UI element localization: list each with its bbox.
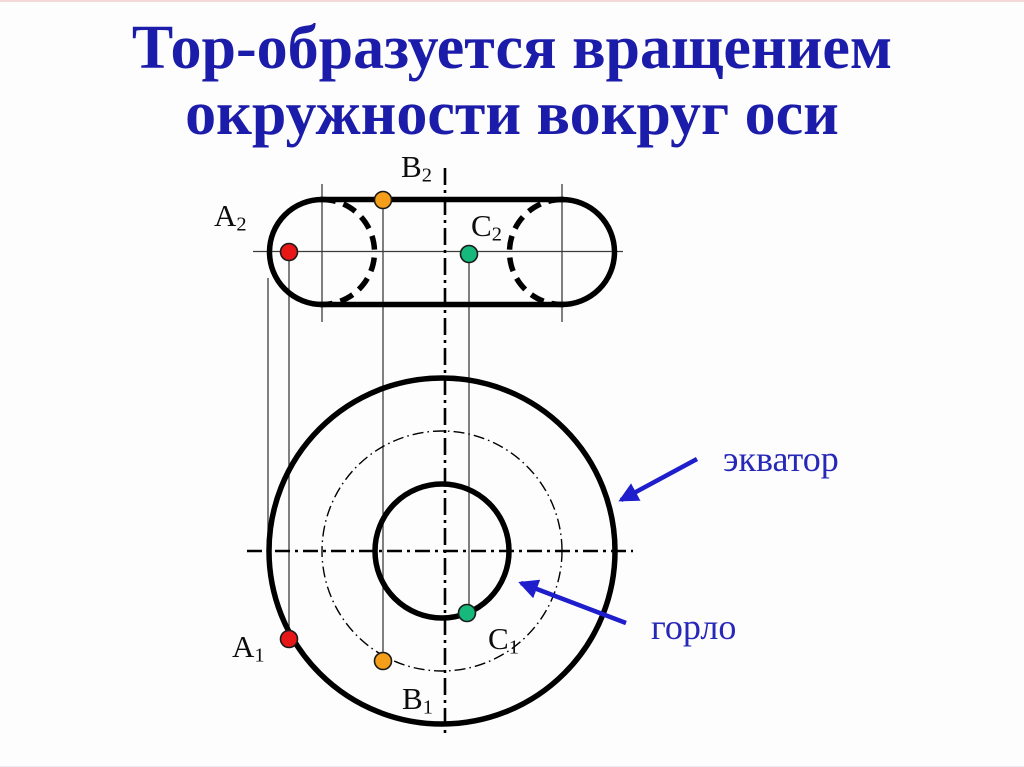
point-C1 (457, 603, 477, 623)
slide-title-line2: окружности вокруг оси (185, 80, 839, 148)
label-B1: B1 (402, 681, 433, 719)
slide-top-border (0, 0, 1024, 2)
throat-circle (372, 481, 512, 621)
front-view (266, 196, 618, 308)
tube-centerline-circle (321, 430, 563, 672)
equator-label: экватор (723, 439, 839, 479)
right-tube-outer-arc (561, 196, 618, 308)
point-A1 (279, 629, 299, 649)
label-A1: A1 (232, 629, 265, 667)
label-B2: B2 (401, 149, 432, 187)
point-C2 (459, 244, 479, 264)
point-A2 (279, 242, 299, 262)
point-B1 (373, 651, 393, 671)
right-tube-hidden-arc (506, 196, 563, 308)
points (279, 190, 479, 671)
left-tube-outer-arc (266, 196, 323, 308)
point-B2 (373, 190, 393, 210)
plan-view (266, 375, 618, 727)
label-A2: A2 (214, 198, 247, 236)
equator-circle (266, 375, 618, 727)
slide-title-line1: Тор-образуется вращением (131, 14, 893, 82)
label-C1: C1 (488, 621, 519, 659)
equator-arrow (618, 457, 699, 502)
construction-lines (253, 184, 623, 658)
throat-arrow (518, 579, 627, 626)
callout-arrows (518, 457, 699, 626)
slide-title: Тор-образуется вращением окружности вокр… (0, 15, 1024, 147)
throat-label: горло (651, 607, 737, 647)
label-C2: C2 (471, 208, 502, 246)
left-tube-hidden-arc (321, 196, 378, 308)
